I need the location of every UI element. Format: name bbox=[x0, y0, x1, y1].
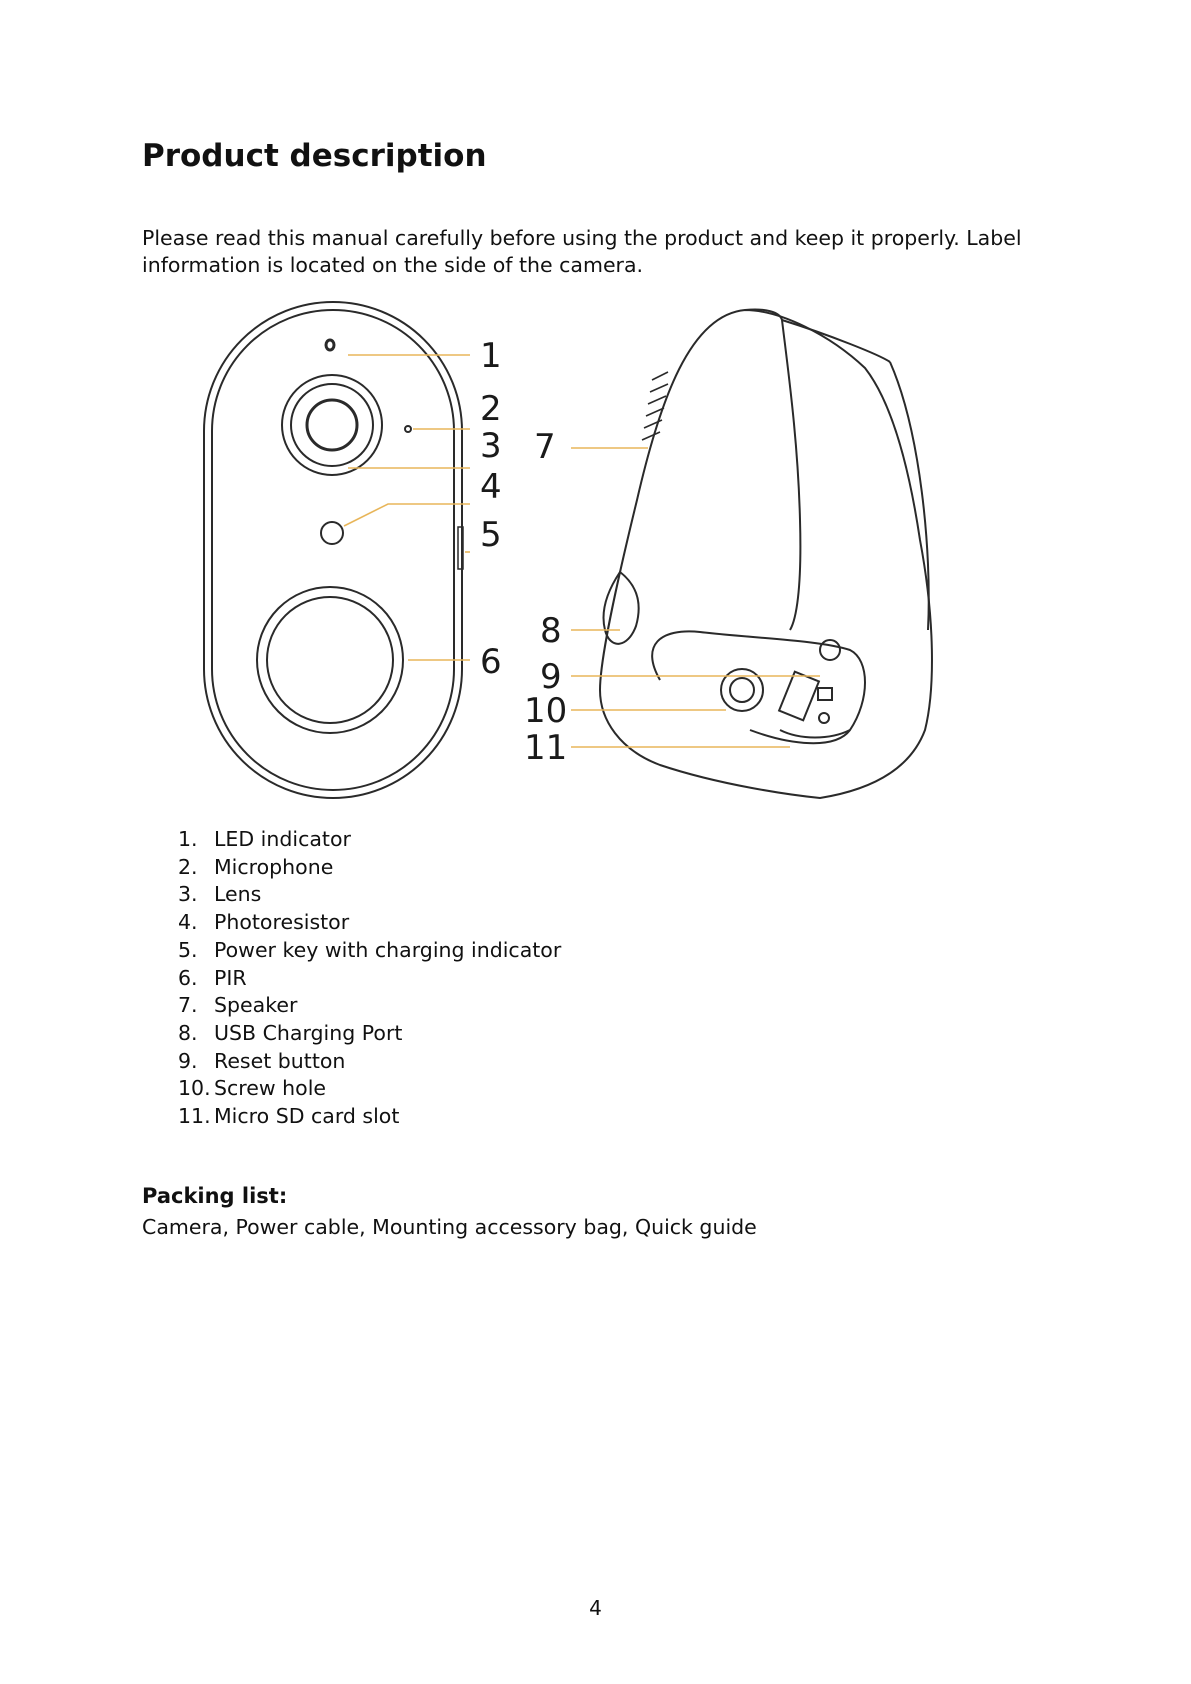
led-indicator-icon bbox=[324, 338, 336, 352]
screw-hole-outer bbox=[720, 668, 764, 712]
camera-front-view bbox=[203, 301, 464, 799]
list-item: 10.Screw hole bbox=[178, 1076, 326, 1101]
page-title: Product description bbox=[142, 138, 487, 174]
callout-11: 11 bbox=[524, 728, 567, 768]
camera-base-recess bbox=[651, 630, 866, 745]
base-lower-edge bbox=[779, 729, 851, 739]
camera-top-edge bbox=[781, 319, 891, 363]
list-item: 8.USB Charging Port bbox=[178, 1020, 403, 1045]
list-item: 4.Photoresistor bbox=[178, 910, 350, 935]
list-item: 2.Microphone bbox=[178, 854, 334, 879]
camera-back-edge bbox=[889, 361, 930, 631]
lens-outer-ring bbox=[281, 374, 383, 476]
list-item: 3.Lens bbox=[178, 882, 262, 907]
sd-card-symbol-icon bbox=[817, 687, 833, 701]
callout-5: 5 bbox=[480, 515, 502, 555]
callout-4: 4 bbox=[480, 467, 502, 507]
callout-3: 3 bbox=[480, 426, 502, 466]
callout-10: 10 bbox=[524, 691, 567, 731]
base-small-hole-icon bbox=[818, 712, 830, 724]
callout-8: 8 bbox=[540, 611, 562, 651]
callout-1: 1 bbox=[480, 336, 502, 376]
packing-list-heading: Packing list: bbox=[142, 1184, 288, 1208]
camera-front-inner-shell bbox=[211, 309, 455, 791]
sd-card-slot-icon bbox=[777, 670, 821, 722]
camera-side-body bbox=[598, 308, 933, 800]
callout-6: 6 bbox=[480, 642, 502, 682]
camera-front-outer-shell bbox=[203, 301, 463, 799]
camera-diagram: 1 2 3 4 5 6 7 8 9 10 11 bbox=[190, 290, 990, 810]
lens-middle-ring bbox=[290, 383, 374, 467]
intro-paragraph: Please read this manual carefully before… bbox=[142, 226, 1022, 277]
list-item: 1.LED indicator bbox=[178, 827, 351, 851]
leader-lines bbox=[343, 354, 820, 748]
parts-list: 1.LED indicator 2.Microphone 3.Lens 4.Ph… bbox=[178, 826, 561, 1131]
list-item: 11.Micro SD card slot bbox=[178, 1104, 400, 1129]
camera-side-view bbox=[598, 308, 933, 800]
list-item: 5.Power key with charging indicator bbox=[178, 937, 562, 962]
list-item: 7.Speaker bbox=[178, 993, 298, 1018]
pir-sensor-outer bbox=[256, 586, 404, 734]
power-key-icon bbox=[457, 526, 464, 570]
usb-port-icon bbox=[602, 570, 640, 645]
lens-icon bbox=[305, 398, 359, 452]
packing-list-items: Camera, Power cable, Mounting accessory … bbox=[142, 1215, 757, 1239]
microphone-icon bbox=[404, 425, 412, 433]
pir-sensor-icon bbox=[266, 596, 394, 724]
list-item: 6.PIR bbox=[178, 965, 247, 990]
reset-button-icon bbox=[819, 639, 841, 661]
screw-hole-icon bbox=[729, 677, 755, 703]
photoresistor-icon bbox=[320, 521, 344, 545]
callout-numbers: 1 2 3 4 5 6 7 8 9 10 11 bbox=[480, 336, 567, 768]
callout-7: 7 bbox=[534, 427, 556, 467]
callout-2: 2 bbox=[480, 389, 502, 429]
camera-side-edge bbox=[744, 308, 802, 631]
callout-9: 9 bbox=[540, 657, 562, 697]
page-number: 4 bbox=[589, 1596, 602, 1620]
list-item: 9.Reset button bbox=[178, 1048, 346, 1073]
speaker-icon bbox=[641, 371, 669, 441]
